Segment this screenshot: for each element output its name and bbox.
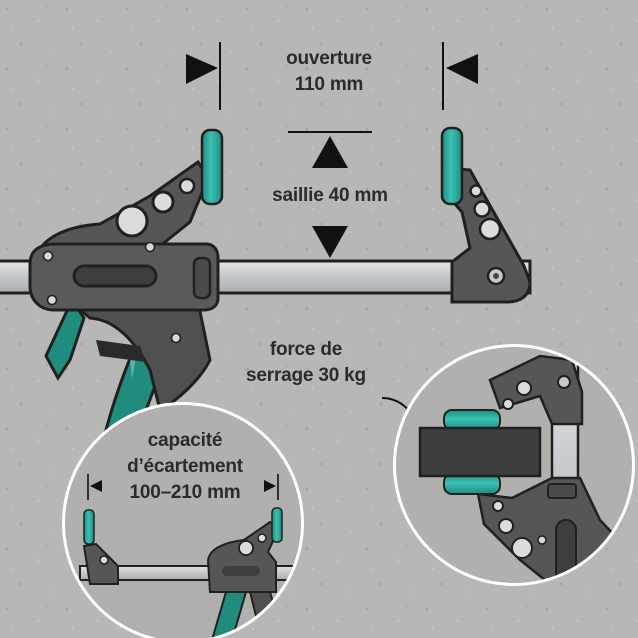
detail-circle-force <box>393 344 635 586</box>
spread-label: capacité d’écartement 100–210 mm <box>112 428 258 506</box>
opening-label-line1: ouverture <box>286 48 372 69</box>
opening-label: ouverture 110 mm <box>262 46 396 98</box>
detail-circle-spread <box>62 402 304 638</box>
force-label-line2: serrage 30 kg <box>246 365 366 386</box>
depth-label-text: saillie 40 mm <box>272 185 388 206</box>
force-label: force de serrage 30 kg <box>228 337 384 389</box>
force-label-line1: force de <box>269 339 343 360</box>
spread-label-line1: capacité <box>147 430 223 451</box>
depth-label: saillie 40 mm <box>252 183 408 209</box>
dimension-arrow-icon <box>186 42 478 432</box>
main-clamp <box>0 126 532 507</box>
opening-label-line2: 110 mm <box>294 74 364 95</box>
spread-label-line2: d’écartement <box>127 456 243 477</box>
spread-label-line3: 100–210 mm <box>129 482 241 503</box>
